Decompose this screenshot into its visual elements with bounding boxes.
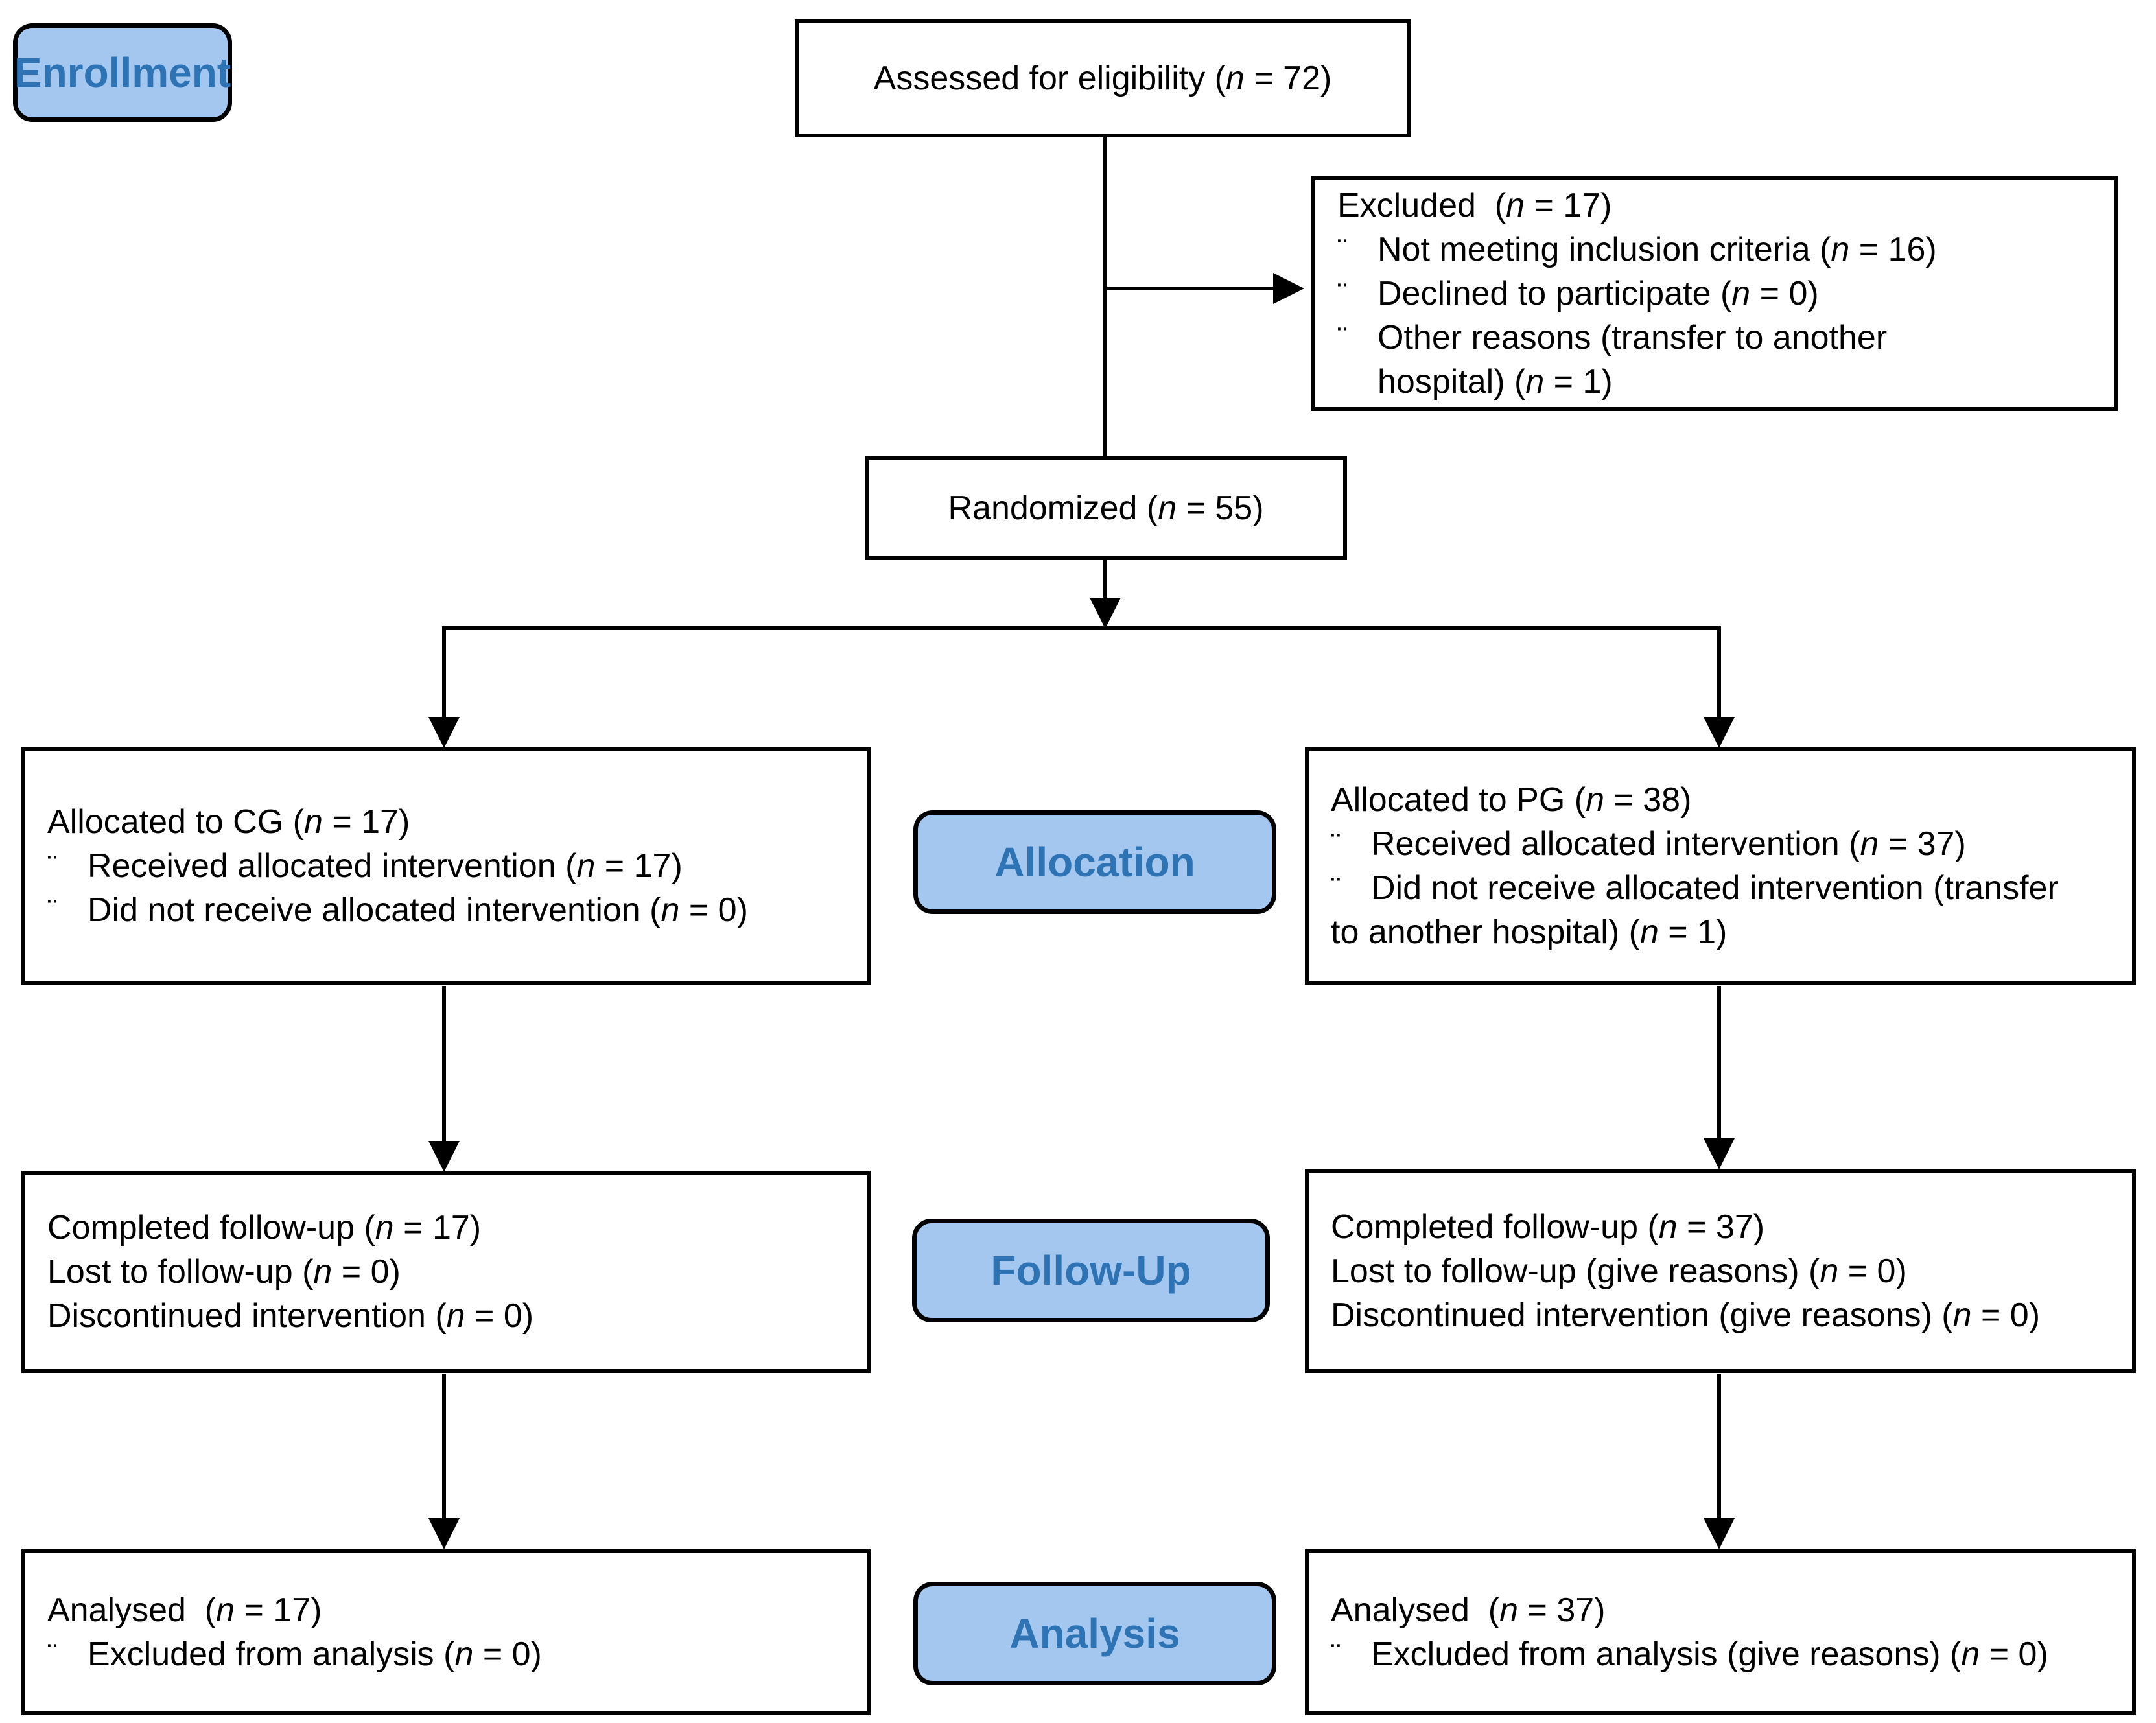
connector-to-excluded [1103,287,1273,290]
stage-label-allocation: Allocation [913,810,1276,914]
list-item: ¨Declined to participate (n = 0) [1337,272,2092,316]
arrowhead-cg-followup-icon [428,1141,460,1172]
arrowhead-pg-icon [1704,717,1735,748]
list-item-continuation: hospital) (n = 1) [1377,363,1613,401]
analysis-cg-box: Analysed (n = 17) ¨Excluded from analysi… [21,1549,871,1715]
arrowhead-excluded-icon [1273,273,1304,304]
list-item: ¨Received allocated intervention (n = 17… [47,844,845,888]
branch-line [442,626,1721,630]
bullet-icon: ¨ [1337,233,1348,266]
stage-label-allocation-text: Allocation [994,839,1195,885]
allocated-cg-box: Allocated to CG (n = 17) ¨Received alloc… [21,747,871,985]
box-line: Analysed (n = 17) [47,1591,322,1629]
box-line: Discontinued intervention (n = 0) [47,1297,534,1335]
box-line: Analysed (n = 37) [1331,1591,1606,1629]
list-item: ¨Received allocated intervention (n = 37… [1331,822,2110,866]
list-item: ¨Excluded from analysis (n = 0) [47,1632,845,1676]
allocated-pg-box: Allocated to PG (n = 38) ¨Received alloc… [1305,747,2136,985]
randomized-box: Randomized (n = 55) [865,456,1347,560]
box-line: Randomized (n = 55) [948,489,1264,527]
list-item-continuation: to another hospital) (n = 1) [1331,913,1728,951]
connector-randomized-to-branch [1103,560,1107,600]
arrowhead-cg-icon [428,717,460,748]
stage-label-follow-up-text: Follow-Up [990,1247,1191,1294]
list-item: ¨Excluded from analysis (give reasons) (… [1331,1632,2110,1676]
connector-branch-to-pg [1717,626,1721,720]
connector-pg-to-analysis [1717,1374,1721,1521]
connector-branch-to-cg [442,626,446,720]
box-line: Lost to follow-up (n = 0) [47,1253,401,1291]
arrowhead-pg-analysis-icon [1704,1518,1735,1549]
list-item: ¨Did not receive allocated intervention … [47,888,845,932]
stage-label-follow-up: Follow-Up [912,1219,1270,1322]
analysis-pg-box: Analysed (n = 37) ¨Excluded from analysi… [1305,1549,2136,1715]
list-item: ¨Did not receive allocated intervention … [1331,866,2110,910]
followup-pg-box: Completed follow-up (n = 37) Lost to fol… [1305,1169,2136,1373]
bullet-icon: ¨ [1331,826,1341,861]
bullet-icon: ¨ [1331,1637,1341,1671]
bullet-icon: ¨ [1337,321,1348,355]
box-line: Completed follow-up (n = 37) [1331,1208,1765,1246]
list-item: ¨Other reasons (transfer to another [1337,316,2092,360]
bullet-icon: ¨ [1337,277,1348,311]
followup-cg-box: Completed follow-up (n = 17) Lost to fol… [21,1171,871,1373]
list-item: ¨Not meeting inclusion criteria (n = 16) [1337,228,2092,272]
arrowhead-cg-analysis-icon [428,1518,460,1549]
box-line: Completed follow-up (n = 17) [47,1209,482,1247]
connector-cg-to-analysis [442,1374,446,1521]
connector-cg-to-followup [442,986,446,1144]
stage-label-analysis: Analysis [913,1582,1276,1685]
box-line: Assessed for eligibility (n = 72) [873,60,1332,97]
stage-label-analysis-text: Analysis [1009,1610,1180,1657]
bullet-icon: ¨ [47,849,58,883]
arrowhead-pg-followup-icon [1704,1138,1735,1169]
box-line: Lost to follow-up (give reasons) (n = 0) [1331,1252,1907,1290]
box-line: Allocated to CG (n = 17) [47,803,410,841]
box-line: Excluded (n = 17) [1337,187,1612,224]
connector-pg-to-followup [1717,986,1721,1142]
stage-label-enrollment: Enrollment [13,23,232,122]
assessed-box: Assessed for eligibility (n = 72) [795,19,1411,137]
bullet-icon: ¨ [47,1637,58,1671]
bullet-icon: ¨ [47,893,58,927]
stage-label-enrollment-text: Enrollment [14,49,231,96]
excluded-box: Excluded (n = 17) ¨Not meeting inclusion… [1311,176,2118,411]
box-line: Allocated to PG (n = 38) [1331,780,1692,819]
connector-assessed-to-randomized [1103,137,1107,456]
bullet-icon: ¨ [1331,871,1341,905]
arrowhead-branch-icon [1090,598,1121,629]
box-line: Discontinued intervention (give reasons)… [1331,1296,2041,1334]
